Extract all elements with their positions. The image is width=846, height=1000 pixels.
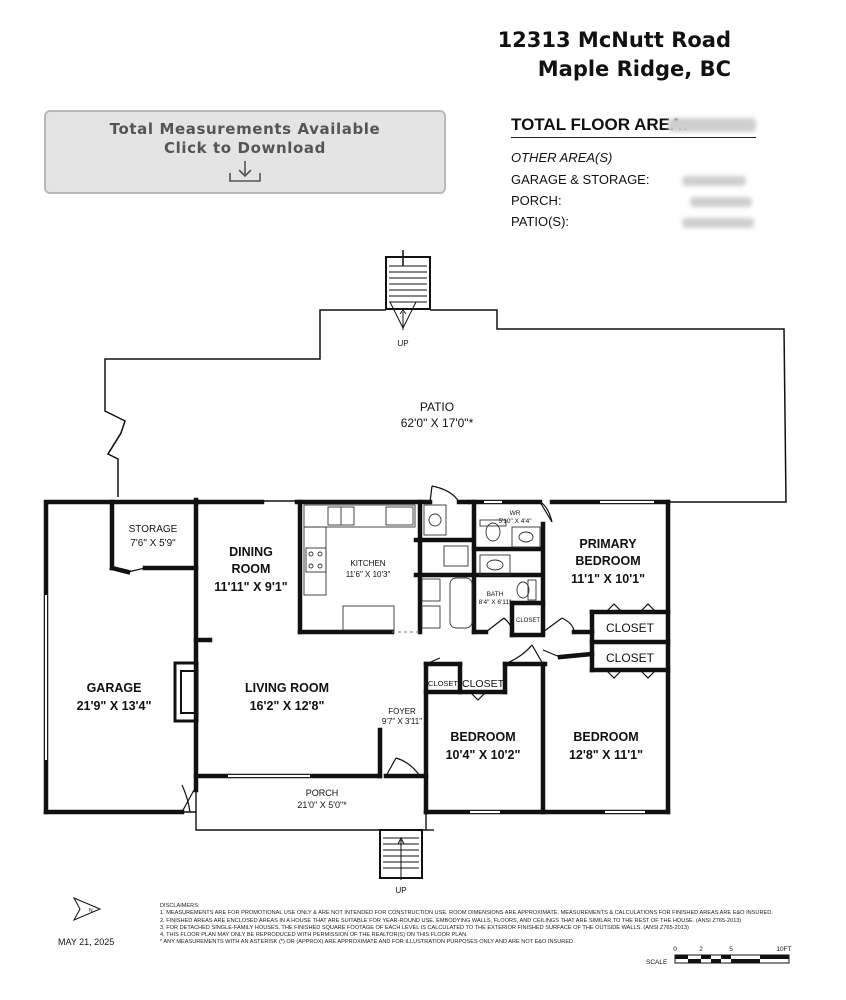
scale-tick-0: 0: [673, 946, 677, 953]
disclaimer-5: * ANY MEASUREMENTS WITH AN ASTERISK (*) …: [160, 939, 575, 946]
fixtures: [303, 504, 541, 631]
download-icon: [229, 161, 261, 182]
disclaimer-1: 1. MEASUREMENTS ARE FOR PROMOTIONAL USE …: [160, 910, 773, 917]
disclaimer-4: 4. THIS FLOOR PLAN MAY ONLY BE REPRODUCE…: [160, 932, 468, 939]
closet-bed2-a-label: CLOSET: [428, 679, 458, 688]
bath-size: 8'4" X 6'11": [479, 599, 512, 606]
patio-area-value: [682, 218, 754, 228]
disclaimer-3: 3. FOR DETACHED SINGLE-FAMILY HOUSES, TH…: [160, 924, 689, 931]
garage-storage-label: GARAGE & STORAGE:: [511, 172, 650, 187]
wr-size: 5'10" X 4'4": [498, 518, 532, 525]
closet-primary-2-label: CLOSET: [606, 651, 655, 665]
garage-name: GARAGE: [87, 681, 142, 695]
disclaimer-2: 2. FINISHED AREAS ARE ENCLOSED AREAS IN …: [160, 917, 742, 924]
closet-hall-label: CLOSET: [516, 618, 540, 624]
bedroom-3-name: BEDROOM: [573, 730, 638, 744]
kitchen-size: 11'6" X 10'3": [346, 570, 391, 579]
closet-primary-1-label: CLOSET: [606, 621, 655, 635]
other-areas-heading: OTHER AREA(S): [511, 150, 613, 165]
disclaimers-title: DISCLAIMERS:: [160, 903, 200, 909]
primary-name-2: BEDROOM: [575, 554, 640, 568]
windows: [44, 500, 654, 814]
address-line-1: 12313 McNutt Road: [497, 28, 731, 52]
scale-tick-2: 2: [699, 946, 703, 953]
scale-tick-5: 5: [729, 946, 733, 953]
storage-name: STORAGE: [129, 524, 178, 535]
patio-name: PATIO: [420, 400, 454, 414]
patio-area-label: PATIO(S):: [511, 214, 570, 229]
download-line-1: Total Measurements Available: [109, 120, 381, 138]
garage-size: 21'9" X 13'4": [77, 699, 152, 713]
scale-bar: SCALE 0 2 5 10FT: [646, 946, 792, 966]
north-compass-icon: N: [72, 896, 102, 922]
foyer-name: FOYER: [388, 707, 416, 716]
total-floor-area-value: [668, 118, 756, 132]
download-line-2: Click to Download: [164, 139, 326, 157]
up-bottom-label: UP: [395, 886, 406, 895]
bedroom-3-size: 12'8" X 11'1": [569, 748, 643, 762]
garage-storage-value: [682, 176, 746, 186]
patio-size: 62'0" X 17'0"*: [401, 416, 474, 430]
scale-label: SCALE: [646, 959, 668, 966]
storage-size: 7'6" X 5'9": [130, 538, 176, 549]
plan-date: MAY 21, 2025: [58, 937, 115, 947]
compass-n-label: N: [89, 908, 93, 914]
room-labels: PATIO 62'0" X 17'0"* STORAGE 7'6" X 5'9"…: [77, 339, 655, 895]
foyer-size: 9'7" X 3'11": [382, 717, 422, 726]
primary-size: 11'1" X 10'1": [571, 572, 645, 586]
up-top-label: UP: [397, 339, 408, 348]
living-size: 16'2" X 12'8": [250, 699, 325, 713]
bath-name: BATH: [487, 591, 504, 598]
stairs-top: [385, 250, 431, 330]
dining-size: 11'11" X 9'1": [214, 580, 287, 594]
stairs-bottom: [379, 829, 423, 880]
wr-name: WR: [510, 510, 521, 517]
kitchen-name: KITCHEN: [350, 559, 385, 568]
scale-tick-10: 10FT: [776, 946, 791, 953]
dining-name-1: DINING: [229, 545, 273, 559]
patio-outline: [104, 309, 787, 503]
porch-area-value: [690, 197, 752, 207]
bedroom-2-size: 10'4" X 10'2": [446, 748, 521, 762]
porch-size: 21'0" X 5'0"*: [297, 800, 347, 810]
closet-bed2-b-label: CLOSET: [462, 678, 505, 690]
doors: [107, 432, 657, 813]
porch-name: PORCH: [306, 788, 339, 798]
bedroom-2-name: BEDROOM: [450, 730, 515, 744]
porch-area-label: PORCH:: [511, 193, 562, 208]
disclaimers: DISCLAIMERS: 1. MEASUREMENTS ARE FOR PRO…: [160, 903, 800, 947]
dining-name-2: ROOM: [232, 562, 271, 576]
primary-name-1: PRIMARY: [579, 537, 637, 551]
download-measurements-button[interactable]: Total Measurements Available Click to Do…: [44, 110, 446, 194]
floor-area-divider: [511, 137, 756, 138]
total-floor-area-label: TOTAL FLOOR AREA:: [511, 115, 688, 134]
living-name: LIVING ROOM: [245, 681, 329, 695]
address-line-2: Maple Ridge, BC: [537, 57, 731, 81]
